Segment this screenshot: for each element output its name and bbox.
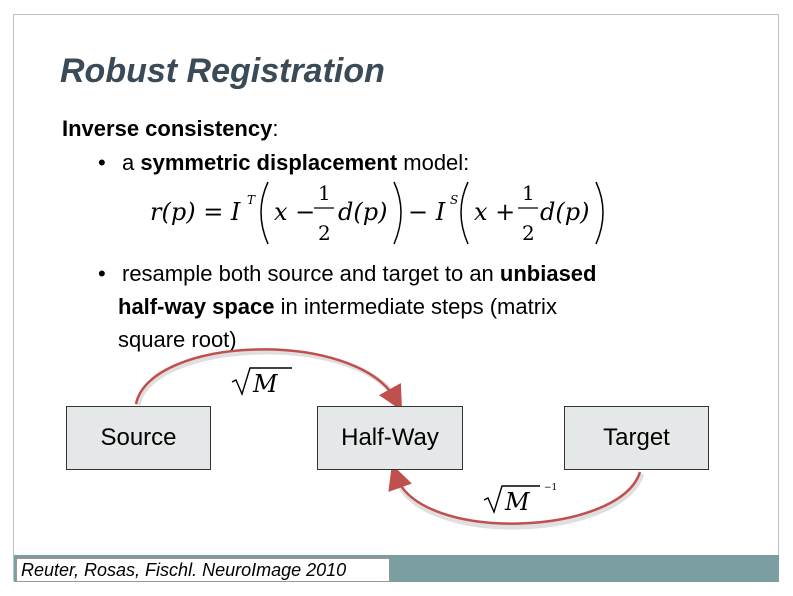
formula-num1: 1 [318,181,331,205]
formula-den1: 2 [318,221,331,245]
heading-bold: Inverse consistency [62,116,273,141]
formula-num2: 1 [522,181,535,205]
displacement-formula: r(p) = I T x − 1 2 d(p) − I S x + 1 2 d(… [150,176,610,248]
formula-dp2: d(p) [540,198,589,226]
source-box: Source [66,406,211,470]
bullet1-bold: symmetric displacement [140,150,398,175]
bullet1-prefix: a [122,150,141,175]
formula-sup-s: S [450,193,458,207]
bullet-symmetric-model: •a symmetric displacement model: [98,150,470,175]
formula-term2: x + [474,198,515,226]
citation: Reuter, Rosas, Fischl. NeuroImage 2010 [16,558,390,582]
target-box: Target [564,406,709,470]
bullet1-suffix: model: [397,150,470,175]
bullet-halfway-resample: •resample both source and target to an u… [98,261,597,352]
bullet2-prefix: resample both source and target to an [122,261,500,286]
bullet2-suffix: in intermediate steps (matrix [274,294,557,319]
formula-minus-i: − I [408,198,446,226]
formula-sup-t: T [247,193,256,207]
halfway-box: Half-Way [317,406,463,470]
heading: Inverse consistency: [62,116,278,142]
bullet2-line3: square root) [118,327,237,352]
heading-suffix: : [272,116,279,141]
bullet2-bold-halfway: half-way space [118,294,275,319]
slide-title: Robust Registration [60,52,385,90]
formula-dp1: d(p) [338,198,387,226]
bullet2-bold-unbiased: unbiased [499,261,597,286]
formula-lhs: r(p) = I [150,198,241,226]
formula-term1: x − [274,198,315,226]
formula-den2: 2 [522,221,535,245]
